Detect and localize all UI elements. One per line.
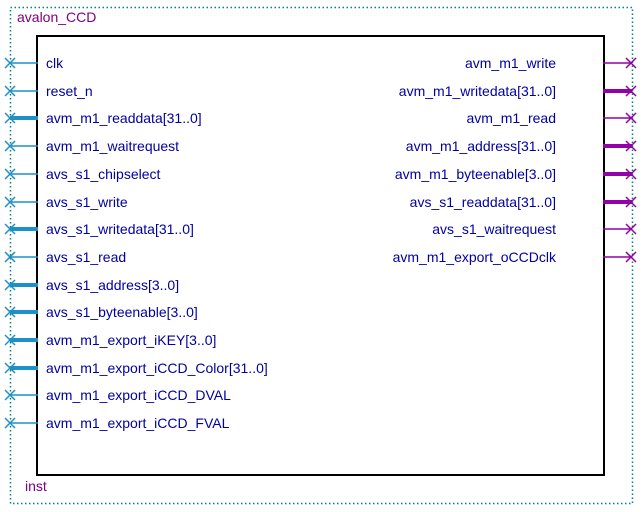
input-pin-icon[interactable] (4, 223, 16, 235)
input-port-label: reset_n (46, 83, 93, 99)
input-port-label: avs_s1_address[3..0] (46, 277, 180, 293)
input-pin-icon[interactable] (4, 57, 16, 69)
input-pin-icon[interactable] (4, 362, 16, 374)
input-pin-icon[interactable] (4, 251, 16, 263)
output-pin-icon[interactable] (625, 168, 637, 180)
output-port-label: avm_m1_byteenable[3..0] (394, 166, 556, 182)
input-port-label: avs_s1_writedata[31..0] (46, 221, 194, 237)
input-port-label: avm_m1_waitrequest (46, 138, 180, 154)
input-port-label: avm_m1_export_iCCD_FVAL (46, 415, 230, 431)
output-pin-icon[interactable] (625, 85, 637, 97)
output-port-label: avm_m1_address[31..0] (405, 138, 556, 154)
output-pin-icon[interactable] (625, 223, 637, 235)
input-pin-icon[interactable] (4, 306, 16, 318)
output-port-label: avm_m1_write (464, 55, 556, 71)
input-port-label: avs_s1_read (46, 249, 127, 265)
input-pin-icon[interactable] (4, 85, 16, 97)
output-port-label: avm_m1_export_oCCDclk (392, 249, 556, 265)
output-port-label: avm_m1_read (466, 110, 557, 126)
output-pin-icon[interactable] (625, 57, 637, 69)
output-pin-icon[interactable] (625, 140, 637, 152)
input-pin-icon[interactable] (4, 417, 16, 429)
output-port-label: avs_s1_waitrequest (432, 221, 556, 237)
output-pin-icon[interactable] (625, 251, 637, 263)
input-port-label: avm_m1_readdata[31..0] (46, 110, 202, 126)
input-pin-icon[interactable] (4, 196, 16, 208)
input-port-label: avs_s1_chipselect (46, 166, 161, 182)
output-port-label: avm_m1_writedata[31..0] (398, 83, 556, 99)
component-name: avalon_CCD (17, 9, 97, 25)
input-port-label: avm_m1_export_iCCD_DVAL (46, 387, 231, 403)
input-port-label: clk (46, 55, 64, 71)
input-pin-icon[interactable] (4, 112, 16, 124)
input-pin-icon[interactable] (4, 279, 16, 291)
component-body (36, 35, 605, 476)
output-port-label: avs_s1_readdata[31..0] (409, 194, 556, 210)
output-pin-icon[interactable] (625, 196, 637, 208)
input-pin-icon[interactable] (4, 334, 16, 346)
input-port-label: avs_s1_write (46, 194, 128, 210)
input-port-label: avm_m1_export_iCCD_Color[31..0] (46, 360, 268, 376)
input-pin-icon[interactable] (4, 140, 16, 152)
instance-name: inst (25, 478, 47, 494)
input-pin-icon[interactable] (4, 389, 16, 401)
input-port-label: avm_m1_export_iKEY[3..0] (46, 332, 217, 348)
input-port-label: avs_s1_byteenable[3..0] (46, 304, 198, 320)
input-pin-icon[interactable] (4, 168, 16, 180)
output-pin-icon[interactable] (625, 112, 637, 124)
